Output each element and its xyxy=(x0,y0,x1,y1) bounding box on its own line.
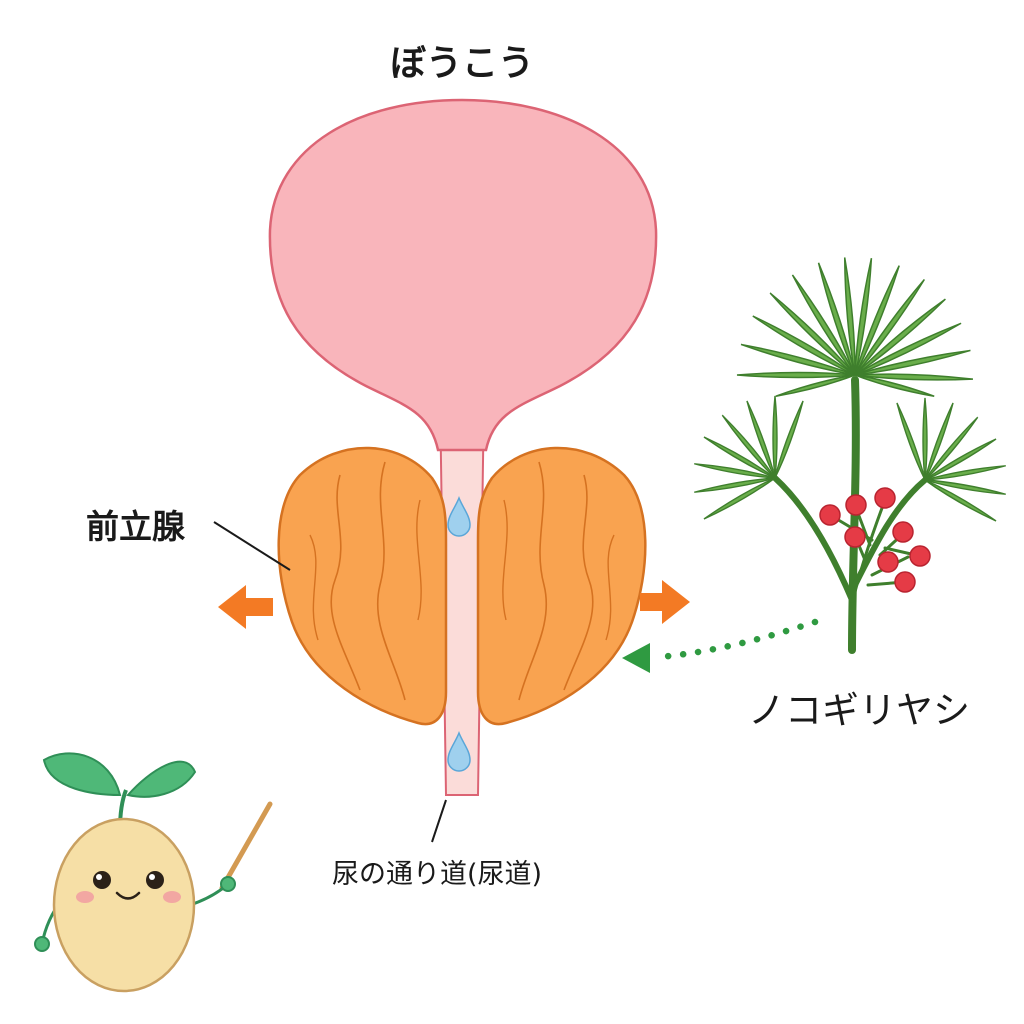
prostate-leader-line xyxy=(213,521,291,571)
bladder xyxy=(268,98,658,452)
prostate-left-lobe xyxy=(277,446,448,726)
urethra-label: 尿の通り道(尿道) xyxy=(332,859,543,890)
pointer-stick xyxy=(219,801,273,891)
prostate-label: 前立腺 xyxy=(86,507,185,546)
arrow-left-icon xyxy=(218,585,273,629)
saw-palmetto-label: ノコギリヤシ xyxy=(748,689,970,732)
bladder-label: ぼうこう xyxy=(389,43,534,84)
mascot-body xyxy=(52,817,196,993)
sprout-leaf-right xyxy=(126,760,197,798)
sprout-leaf-left xyxy=(42,752,122,797)
arrow-head-icon xyxy=(622,643,650,673)
berry-cluster xyxy=(819,487,931,593)
urethra-leader-line xyxy=(431,799,447,843)
prostate-right-lobe xyxy=(476,446,647,726)
saw-palmetto-plant xyxy=(693,256,1007,654)
seed-mascot xyxy=(34,752,273,993)
dotted-arrow-line xyxy=(656,618,819,661)
arrow-right-icon xyxy=(640,580,690,624)
